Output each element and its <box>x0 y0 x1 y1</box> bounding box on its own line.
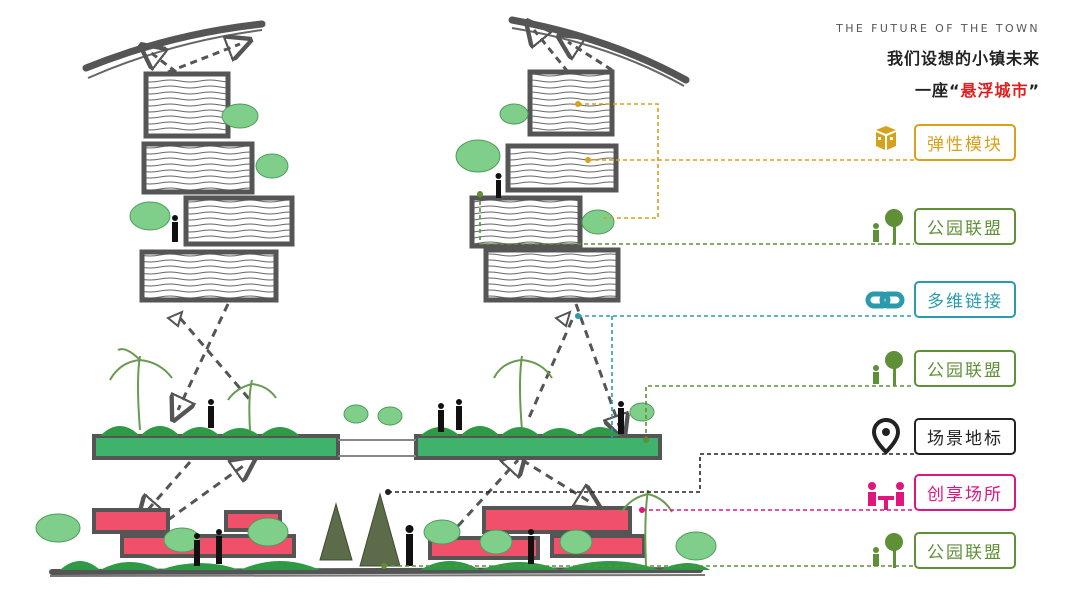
tag-creative-space: 创享场所 <box>914 474 1016 511</box>
left-roof <box>82 20 266 79</box>
tag-park-alliance-1: 公园联盟 <box>914 208 1016 245</box>
highlight-text: 悬浮城市 <box>960 81 1029 100</box>
location-pin-icon <box>871 418 901 455</box>
ground-line <box>49 567 703 575</box>
right-tower <box>469 69 621 303</box>
leader-dots <box>381 101 649 569</box>
cube-modules-icon <box>876 126 896 150</box>
tag-label: 弹性模块 <box>927 135 1003 155</box>
tag-label: 公园联盟 <box>927 219 1003 239</box>
right-roof <box>508 20 690 87</box>
conifers <box>319 492 401 567</box>
tree-person-icon <box>873 209 903 244</box>
eyebrow-text: THE FUTURE OF THE TOWN <box>836 22 1040 35</box>
flow-arrows <box>146 303 620 528</box>
tag-elastic-modules: 弹性模块 <box>914 124 1016 161</box>
shrubs <box>60 426 710 570</box>
tag-label: 多维链接 <box>927 292 1003 312</box>
leader-lines <box>384 103 914 567</box>
tag-park-alliance-2: 公园联盟 <box>914 350 1016 387</box>
palms <box>109 348 673 567</box>
tag-scene-landmark: 场景地标 <box>914 418 1016 455</box>
people <box>172 173 624 566</box>
chain-link-icon <box>865 291 905 309</box>
tree-person-icon <box>873 351 903 386</box>
left-tower <box>139 71 295 303</box>
tag-label: 公园联盟 <box>927 543 1003 563</box>
title-block: THE FUTURE OF THE TOWN 我们设想的小镇未来 一座“悬浮城市… <box>836 22 1040 101</box>
tree-person-icon <box>873 533 903 568</box>
tag-park-alliance-3: 公园联盟 <box>914 532 1016 569</box>
people-table-icon <box>868 482 904 510</box>
headline: 我们设想的小镇未来 <box>886 49 1040 68</box>
subheadline: 一座“悬浮城市” <box>914 81 1040 100</box>
trees <box>35 103 717 561</box>
tag-multi-link: 多维链接 <box>914 281 1016 318</box>
green-deck <box>92 434 662 460</box>
tag-label: 公园联盟 <box>927 361 1003 381</box>
tag-label: 创享场所 <box>927 485 1003 505</box>
tag-label: 场景地标 <box>927 429 1003 449</box>
